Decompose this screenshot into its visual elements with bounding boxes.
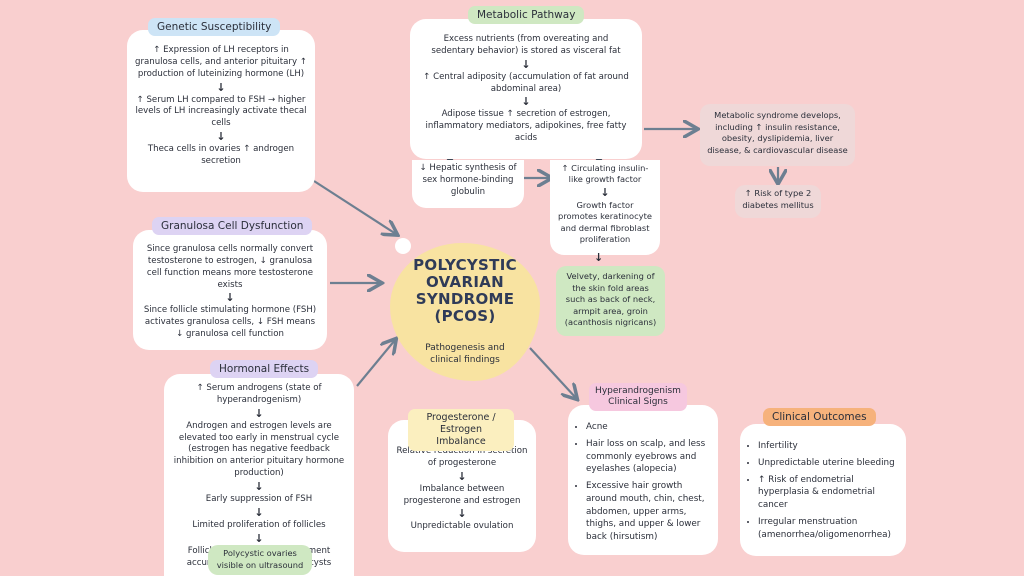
genetic-step: ↑ Expression of LH receptors in granulos… [135, 45, 307, 79]
outcomes-list: Infertility Unpredictable uterine bleedi… [744, 440, 900, 541]
outcome-item: Unpredictable uterine bleeding [758, 457, 900, 470]
center-subtitle-line: Pathogenesis and [425, 343, 505, 353]
center-blob [390, 243, 540, 381]
down-arrow-icon: ↓ [457, 507, 467, 521]
outcome-item: Irregular menstruation (amenorrhea/oligo… [758, 516, 900, 542]
outcomes-card: Infertility Unpredictable uterine bleedi… [740, 424, 906, 556]
metabolic-step: Adipose tissue ↑ secretion of estrogen, … [425, 109, 627, 144]
hormonal-card: ↑ Serum androgens (state of hyperandroge… [164, 374, 354, 576]
down-arrow-icon: ↓ [216, 80, 226, 94]
outcome-item: Infertility [758, 440, 900, 453]
center-subtitle: Pathogenesis and clinical findings [400, 342, 530, 366]
genetic-card: ↑ Expression of LH receptors in granulos… [127, 30, 315, 192]
insulin-step: ↑ Circulating insulin-like growth factor [561, 163, 649, 185]
down-arrow-icon: ↓ [225, 291, 235, 305]
hyperandrogenism-list: Acne Hair loss on scalp, and less common… [572, 421, 712, 544]
granulosa-title: Granulosa Cell Dysfunction [152, 217, 313, 235]
outcomes-title: Clinical Outcomes [763, 408, 876, 426]
metabolic-step: Excess nutrients (from overeating and se… [431, 34, 621, 56]
center-subtitle-line: clinical findings [430, 355, 500, 365]
arrow-genetic-to-center [313, 180, 396, 234]
down-arrow-icon: ↓ [254, 406, 264, 420]
hormonal-step: ↑ Serum androgens (state of hyperandroge… [196, 383, 322, 405]
metabolic-step: ↑ Central adiposity (accumulation of fat… [423, 71, 629, 94]
granulosa-card: Since granulosa cells normally convert t… [133, 230, 327, 350]
down-arrow-icon: ↓ [594, 251, 604, 264]
outcome-item: ↑ Risk of endometrial hyperplasia & endo… [758, 474, 900, 512]
center-title: POLYCYSTIC OVARIAN SYNDROME (PCOS) [392, 257, 538, 325]
hormonal-result-note: Polycystic ovaries visible on ultrasound [208, 545, 312, 575]
diabetes-risk-note: ↑ Risk of type 2 diabetes mellitus [735, 185, 821, 218]
down-arrow-icon: ↓ [216, 130, 226, 144]
progesterone-step: Imbalance between progesterone and estro… [403, 483, 521, 506]
down-arrow-icon: ↓ [600, 185, 610, 199]
hormonal-step: Limited proliferation of follicles [192, 519, 326, 530]
down-arrow-icon: ↓ [254, 505, 264, 519]
center-title-line: (PCOS) [434, 307, 496, 325]
hormonal-step: Early suppression of FSH [205, 494, 313, 505]
sign-item: Excessive hair growth around mouth, chin… [586, 480, 712, 544]
hyperandrogenism-card: Acne Hair loss on scalp, and less common… [568, 405, 718, 555]
hormonal-title: Hormonal Effects [210, 360, 319, 378]
metabolic-title: Metabolic Pathway [468, 6, 585, 24]
center-title-line: OVARIAN [426, 273, 504, 291]
genetic-title: Genetic Susceptibility [148, 18, 281, 36]
metabolic-card: Excess nutrients (from overeating and se… [410, 19, 642, 159]
metabolic-syndrome-note: Metabolic syndrome develops, including ↑… [700, 104, 855, 166]
granulosa-step: Since follicle stimulating hormone (FSH)… [143, 305, 317, 340]
down-arrow-icon: ↓ [254, 480, 264, 494]
down-arrow-icon: ↓ [521, 95, 531, 109]
down-arrow-icon: ↓ [254, 531, 264, 545]
growth-factor-step: Growth factor promotes keratinocyte and … [558, 199, 652, 245]
arrow-hormonal-to-center [356, 340, 395, 387]
arrow-center-to-hyperandrogenism [529, 347, 576, 398]
acanthosis-note: Velvety, darkening of the skin fold area… [556, 266, 665, 336]
granulosa-step: Since granulosa cells normally convert t… [146, 244, 314, 290]
progesterone-step: Relative reduction in secretion of proge… [396, 446, 528, 468]
center-title-line: SYNDROME [415, 290, 515, 308]
center-title-line: POLYCYSTIC [413, 256, 517, 274]
down-arrow-icon: ↓ [457, 469, 467, 483]
sign-item: Acne [586, 421, 712, 434]
insulin-card: ↑ Circulating insulin-like growth factor… [550, 160, 660, 255]
center-sparkle [395, 238, 411, 254]
genetic-step: Theca cells in ovaries ↑ androgen secret… [147, 144, 295, 167]
down-arrow-icon: ↓ [521, 57, 531, 71]
hormonal-step: Androgen and estrogen levels are elevate… [173, 420, 345, 479]
progesterone-step: Unpredictable ovulation [410, 521, 514, 532]
progesterone-title: Progesterone / Estrogen Imbalance [408, 409, 514, 451]
sign-item: Hair loss on scalp, and less commonly ey… [586, 438, 712, 476]
hepatic-card: ↓ Hepatic synthesis of sex hormone-bindi… [412, 160, 524, 208]
genetic-step: ↑ Serum LH compared to FSH → higher leve… [135, 94, 307, 129]
hyperandrogenism-title: Hyperandrogenism Clinical Signs [589, 383, 687, 411]
